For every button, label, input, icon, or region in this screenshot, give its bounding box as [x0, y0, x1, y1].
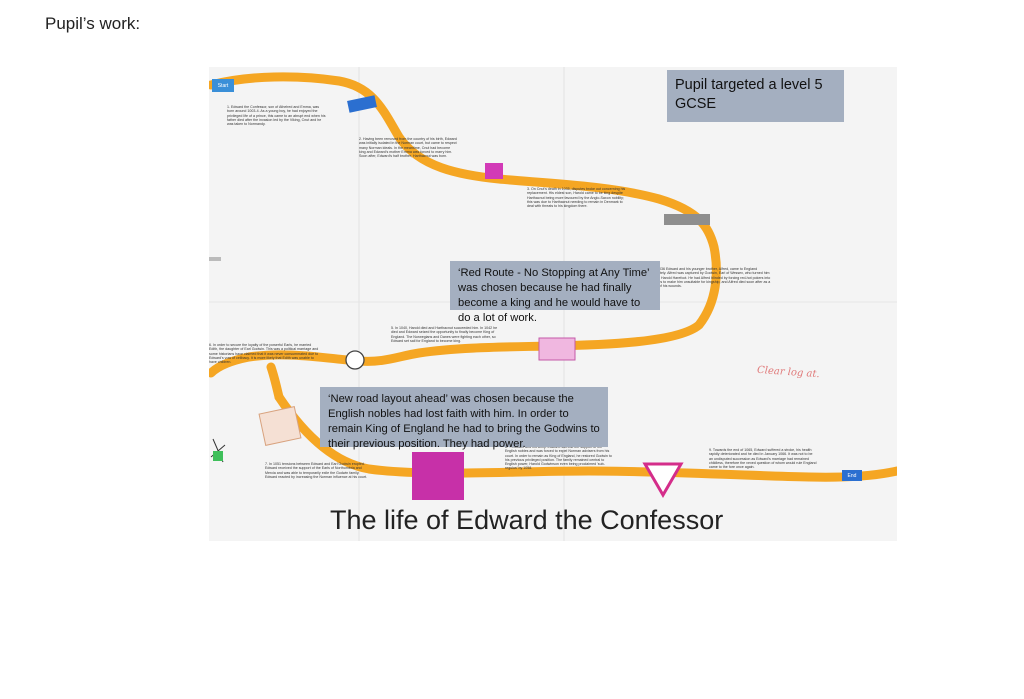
event-2: 2. Having been removed from the country …	[359, 137, 457, 159]
event-5: 5. In 1040, Harold died and Harthacnut s…	[391, 326, 498, 343]
event-4: 4. In 1036 Edward and his younger brothe…	[649, 267, 771, 289]
poster-title: The life of Edward the Confessor	[330, 505, 724, 535]
level-target-box: Pupil targeted a level 5 GCSE	[667, 70, 844, 122]
road-route	[209, 67, 897, 541]
event-8: 8. ...Godwin and his army. Edward had lo…	[505, 445, 612, 471]
end-sign: End	[847, 472, 857, 479]
event-1: 1. Edward the Confessor, son of Athelred…	[227, 105, 326, 127]
new-road-explanation: ‘New road layout ahead’ was chosen becau…	[320, 387, 608, 450]
red-route-explanation: ‘Red Route - No Stopping at Any Time’ wa…	[450, 261, 660, 324]
event-7: 7. In 1051 tensions between Edward and E…	[265, 462, 368, 479]
poster-image: Start End 1. Edward the Confessor, son o…	[209, 67, 897, 541]
event-9: 9. Towards the end of 1065, Edward suffe…	[709, 448, 817, 470]
event-6: 6. In order to secure the loyalty of the…	[209, 343, 319, 365]
start-sign: Start	[217, 82, 229, 89]
event-3: 3. On Cnut's death in 1035, disputes bro…	[527, 187, 626, 209]
page-heading: Pupil’s work:	[45, 14, 141, 33]
